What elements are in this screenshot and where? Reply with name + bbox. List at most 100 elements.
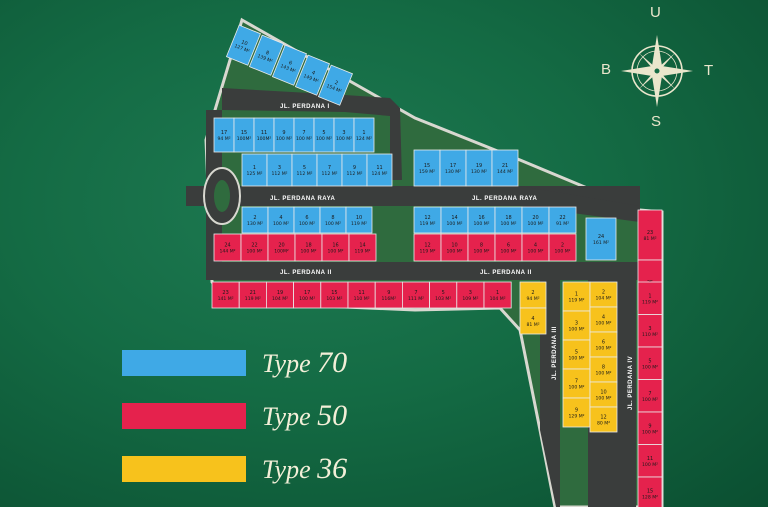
lot-shape[interactable] bbox=[345, 206, 373, 234]
lot-shape[interactable] bbox=[562, 281, 591, 312]
lot-shape[interactable] bbox=[213, 233, 242, 262]
lot-shape[interactable] bbox=[366, 153, 393, 187]
lot-shape[interactable] bbox=[271, 44, 308, 86]
lot-shape[interactable] bbox=[585, 217, 617, 261]
lot-shape[interactable] bbox=[521, 233, 550, 262]
lot-shape[interactable] bbox=[413, 149, 441, 187]
lot-shape[interactable] bbox=[266, 153, 293, 187]
lot-shape[interactable] bbox=[320, 281, 349, 309]
lot-shape[interactable] bbox=[248, 34, 285, 76]
lot-shape[interactable] bbox=[413, 233, 442, 262]
lot-shape[interactable] bbox=[225, 24, 262, 66]
lot-shape[interactable] bbox=[439, 149, 467, 187]
lot-shape[interactable] bbox=[267, 233, 296, 262]
lot-shape[interactable] bbox=[374, 281, 403, 309]
lot-shape[interactable] bbox=[267, 206, 295, 234]
lot-shape[interactable] bbox=[491, 149, 519, 187]
lot-shape[interactable] bbox=[483, 281, 512, 309]
lot-shape[interactable] bbox=[319, 206, 347, 234]
lot-shape[interactable] bbox=[519, 281, 547, 309]
lot-shape[interactable] bbox=[494, 206, 523, 234]
lot-shape[interactable] bbox=[589, 356, 618, 383]
lot-shape[interactable] bbox=[637, 476, 663, 507]
lot-shape[interactable] bbox=[562, 368, 591, 399]
lot-shape[interactable] bbox=[294, 54, 331, 96]
lot-shape[interactable] bbox=[348, 233, 377, 262]
lot-shape[interactable] bbox=[548, 206, 577, 234]
lot-shape[interactable] bbox=[637, 379, 663, 413]
lot-shape[interactable] bbox=[637, 444, 663, 478]
lot-shape[interactable] bbox=[456, 281, 485, 309]
lot-shape[interactable] bbox=[589, 331, 618, 358]
lot-shape[interactable] bbox=[316, 153, 343, 187]
lot-shape[interactable] bbox=[347, 281, 376, 309]
lot-shape[interactable] bbox=[562, 339, 591, 370]
lot-type36-west-2[interactable]: 294 M² bbox=[519, 281, 547, 309]
lot-type36-west-4[interactable]: 481 M² bbox=[519, 307, 547, 335]
lot-shape[interactable] bbox=[589, 406, 618, 433]
lot-shape[interactable] bbox=[589, 306, 618, 333]
lot-shape[interactable] bbox=[241, 206, 269, 234]
lot-shape[interactable] bbox=[519, 307, 547, 335]
lot-shape[interactable] bbox=[637, 314, 663, 348]
lot-shape[interactable] bbox=[238, 281, 267, 309]
lot-shape[interactable] bbox=[317, 64, 354, 106]
lot-shape[interactable] bbox=[401, 281, 430, 309]
